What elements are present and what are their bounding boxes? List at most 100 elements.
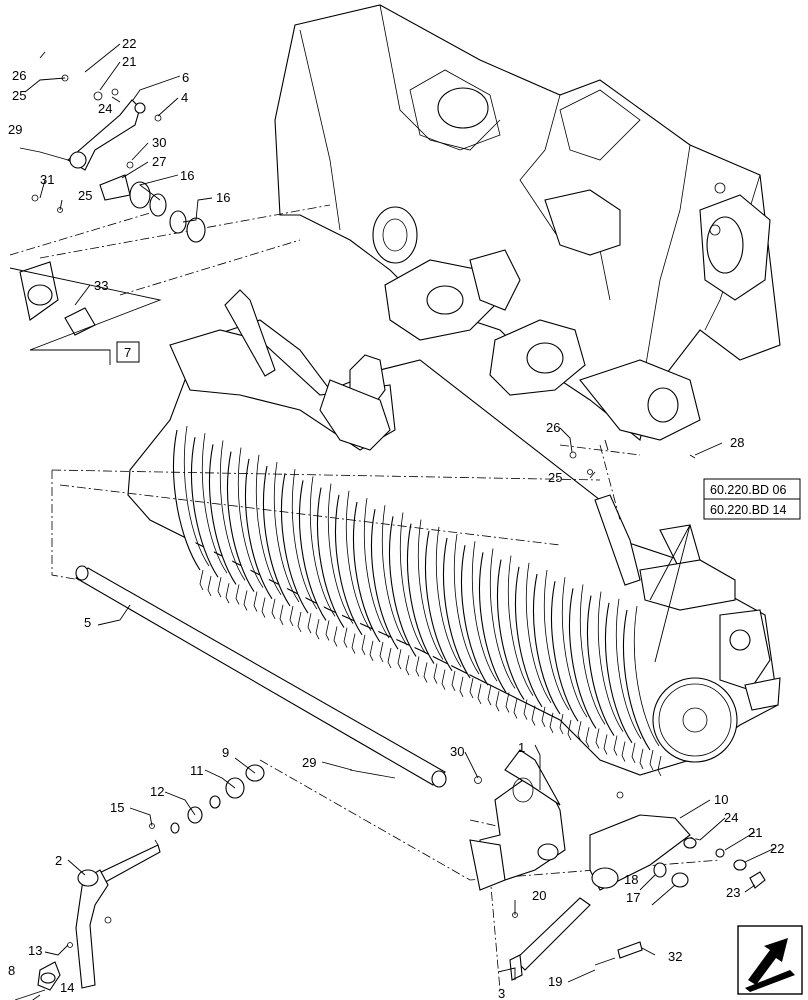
callout-16-a: 16 — [180, 168, 194, 183]
tine — [577, 721, 582, 742]
callout-33: 33 — [94, 278, 108, 293]
rotor-band-edge — [327, 483, 354, 624]
tine — [199, 569, 204, 591]
tine — [225, 583, 230, 604]
rotor-band-edge — [201, 433, 228, 574]
rotor-band-edge — [525, 562, 552, 704]
tine — [621, 741, 626, 762]
tine — [279, 604, 284, 625]
orientation-arrow-icon — [737, 925, 803, 995]
callout-1: 1 — [518, 740, 525, 755]
reference-link-2[interactable]: 60.220.BD 14 — [710, 503, 786, 517]
tine — [423, 662, 428, 683]
callout-14: 14 — [60, 980, 74, 995]
callout-24-bottom: 24 — [724, 810, 738, 825]
tine — [487, 685, 492, 706]
tine — [523, 699, 528, 720]
callout-27: 27 — [152, 154, 166, 169]
callout-21-bottom: 21 — [748, 825, 762, 840]
callout-30-top: 30 — [152, 135, 166, 150]
callout-28: 28 — [730, 435, 744, 450]
tine — [369, 640, 374, 661]
callout-5: 5 — [84, 615, 91, 630]
callout-17: 17 — [626, 890, 640, 905]
tine — [567, 719, 572, 741]
rotor-band-edge — [417, 519, 444, 660]
callout-21-top: 21 — [122, 54, 136, 69]
tine — [307, 613, 312, 634]
tine — [559, 713, 564, 735]
rotor-band-edge — [363, 497, 390, 639]
rotor-band-edge — [345, 490, 372, 632]
leader-lines — [24, 43, 776, 1000]
tine — [405, 655, 410, 676]
tine — [649, 749, 654, 771]
callout-2: 2 — [55, 853, 62, 868]
rotor-band-edge — [507, 555, 534, 696]
tine — [495, 691, 500, 712]
tine — [387, 647, 392, 669]
callout-23: 23 — [726, 885, 740, 900]
rotor-band-edge — [453, 533, 480, 675]
tine — [505, 692, 510, 713]
callout-12: 12 — [150, 784, 164, 799]
callout-29-top: 29 — [8, 122, 22, 137]
tine — [289, 605, 294, 627]
reference-box-2[interactable] — [703, 498, 801, 520]
tine — [207, 575, 212, 597]
reference-link-1[interactable]: 60.220.BD 06 — [710, 483, 786, 497]
rotor-band-edge — [471, 541, 498, 682]
tine — [585, 727, 590, 748]
tine — [261, 597, 266, 618]
callout-22-top: 22 — [122, 36, 136, 51]
tine — [253, 591, 258, 612]
callout-18: 18 — [624, 872, 638, 887]
tine — [325, 620, 330, 641]
tine — [603, 734, 608, 755]
rotor-band-edge — [597, 591, 624, 732]
rotor-tines — [173, 425, 662, 777]
callout-15: 15 — [110, 800, 124, 815]
tine — [243, 590, 248, 611]
callout-19: 19 — [548, 974, 562, 989]
lower-left-parts — [14, 764, 265, 1000]
rotor-band-edge — [237, 447, 264, 588]
rotor-band-edge — [579, 584, 606, 725]
callout-13: 13 — [28, 943, 42, 958]
tine — [271, 598, 276, 619]
callout-26-top: 26 — [12, 68, 26, 83]
callout-24-top: 24 — [98, 101, 112, 116]
rotor-band-edge — [561, 577, 588, 718]
tine — [351, 633, 356, 654]
rotor-band-edge — [273, 461, 300, 603]
callout-26-right: 26 — [546, 420, 560, 435]
callout-box-7 — [116, 341, 140, 363]
callout-4: 4 — [181, 90, 188, 105]
callout-25-mid: 25 — [78, 188, 92, 203]
callout-10: 10 — [714, 792, 728, 807]
rotor-band-edge — [633, 605, 660, 747]
rotor-band-edge — [255, 454, 282, 596]
tine — [469, 677, 474, 699]
callout-29-bottom: 29 — [302, 755, 316, 770]
callout-7: 7 — [124, 345, 131, 360]
tine — [451, 670, 456, 691]
tine — [343, 627, 348, 648]
lower-right-parts — [349, 451, 766, 981]
callout-25-top: 25 — [12, 88, 26, 103]
rotor-band-edge — [543, 569, 570, 711]
tine — [549, 712, 554, 733]
tine — [379, 641, 384, 663]
tine — [541, 706, 546, 727]
rotor-band-edge — [219, 440, 246, 581]
rotor-band-edge — [489, 548, 516, 689]
tine — [333, 626, 338, 647]
callout-labels: 26 25 22 21 6 24 4 29 30 27 16 31 25 16 … — [8, 36, 784, 1000]
rotor-band-edge — [435, 526, 462, 668]
upper-left-parts — [19, 74, 206, 336]
tine — [235, 584, 240, 605]
tine — [361, 634, 366, 655]
callout-3: 3 — [498, 986, 505, 1000]
callout-31: 31 — [40, 172, 54, 187]
